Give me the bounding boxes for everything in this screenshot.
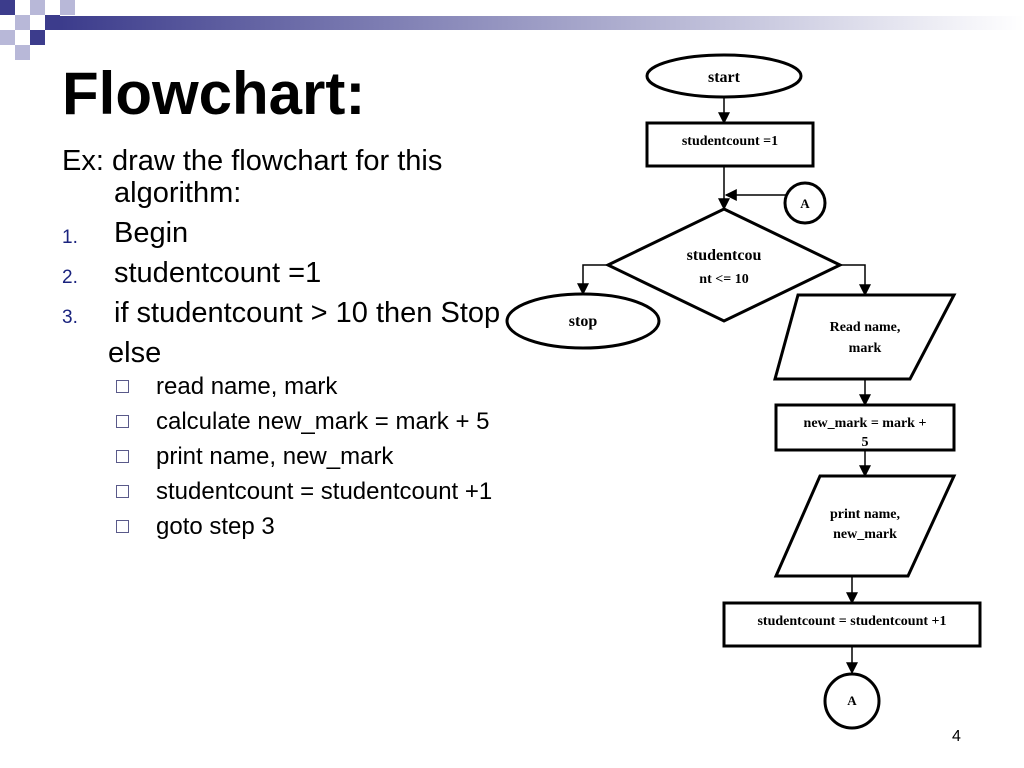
- step-item: 3. if studentcount > 10 then Stop: [62, 297, 502, 330]
- calc-label-line1: new_mark = mark +: [804, 416, 927, 431]
- step-text: if studentcount > 10 then Stop: [114, 297, 501, 329]
- decor-square: [30, 0, 45, 15]
- slide-title: Flowchart:: [62, 60, 366, 127]
- read-label-line2: mark: [849, 341, 882, 356]
- page-number: 4: [952, 728, 961, 745]
- decision-label-line1: studentcou: [687, 247, 762, 264]
- init-process-box: [645, 121, 815, 168]
- substep-item: calculate new_mark = mark + 5: [116, 409, 502, 435]
- decor-square: [60, 0, 75, 15]
- substep-item: studentcount = studentcount +1: [116, 479, 502, 505]
- connector-top-label: A: [800, 196, 810, 211]
- arrow-decision-to-stop: [577, 264, 608, 296]
- algorithm-text: Ex: draw the flowchart for this algorith…: [62, 145, 502, 549]
- substep-text: print name, new_mark: [156, 443, 394, 470]
- connector-bottom-circle: [823, 672, 881, 730]
- substep-item: print name, new_mark: [116, 444, 502, 470]
- substep-text: studentcount = studentcount +1: [156, 478, 493, 505]
- calc-process-box: [774, 403, 956, 452]
- step-list: 1. Begin 2. studentcount =1 3. if studentco…: [62, 217, 502, 330]
- decision-label-line2: nt <= 10: [699, 272, 748, 287]
- arrow-decision-to-read: [840, 264, 871, 297]
- increment-label: studentcount = studentcount +1: [757, 614, 946, 629]
- decision-diamond: [604, 207, 844, 323]
- substep-text: goto step 3: [156, 513, 275, 540]
- connector-top-circle: [783, 181, 827, 225]
- decor-square: [15, 45, 30, 60]
- decor-square: [15, 15, 30, 30]
- decor-square: [0, 0, 15, 15]
- step-number: 2.: [62, 267, 78, 288]
- stop-label: stop: [569, 313, 598, 330]
- increment-process-box: [722, 601, 982, 648]
- step-text: studentcount =1: [114, 257, 322, 289]
- decor-square: [0, 30, 15, 45]
- print-label-line1: print name,: [830, 507, 900, 522]
- flow-arrows: [577, 97, 871, 675]
- decor-square: [30, 30, 45, 45]
- header-decoration: [0, 0, 1024, 60]
- init-label: studentcount =1: [682, 134, 778, 149]
- square-bullet-icon: [116, 450, 129, 463]
- connector-bottom-label: A: [847, 693, 857, 708]
- step-number: 3.: [62, 307, 78, 328]
- substep-text: read name, mark: [156, 373, 338, 400]
- square-bullet-icon: [116, 415, 129, 428]
- square-bullet-icon: [116, 485, 129, 498]
- stop-terminal: [505, 292, 661, 350]
- print-output-parallelogram: [773, 474, 957, 578]
- substep-list: read name, mark calculate new_mark = mar…: [62, 374, 502, 540]
- step-number: 1.: [62, 227, 78, 248]
- step-item: 1. Begin: [62, 217, 502, 250]
- substep-text: calculate new_mark = mark + 5: [156, 408, 490, 435]
- start-label: start: [708, 69, 741, 86]
- step-item: 2. studentcount =1: [62, 257, 502, 290]
- start-terminal: [645, 53, 803, 99]
- substep-item: goto step 3: [116, 514, 502, 540]
- substep-item: read name, mark: [116, 374, 502, 400]
- print-label-line2: new_mark: [833, 527, 897, 542]
- else-label: else: [108, 337, 162, 369]
- read-input-parallelogram: [773, 293, 957, 381]
- header-gradient-bar: [60, 16, 1024, 30]
- calc-label-line2: 5: [862, 435, 869, 450]
- read-label-line1: Read name,: [830, 320, 901, 335]
- intro-text: Ex: draw the flowchart for this algorith…: [62, 145, 443, 209]
- step-text: Begin: [114, 217, 189, 249]
- decor-square: [45, 15, 60, 30]
- square-bullet-icon: [116, 520, 129, 533]
- square-bullet-icon: [116, 380, 129, 393]
